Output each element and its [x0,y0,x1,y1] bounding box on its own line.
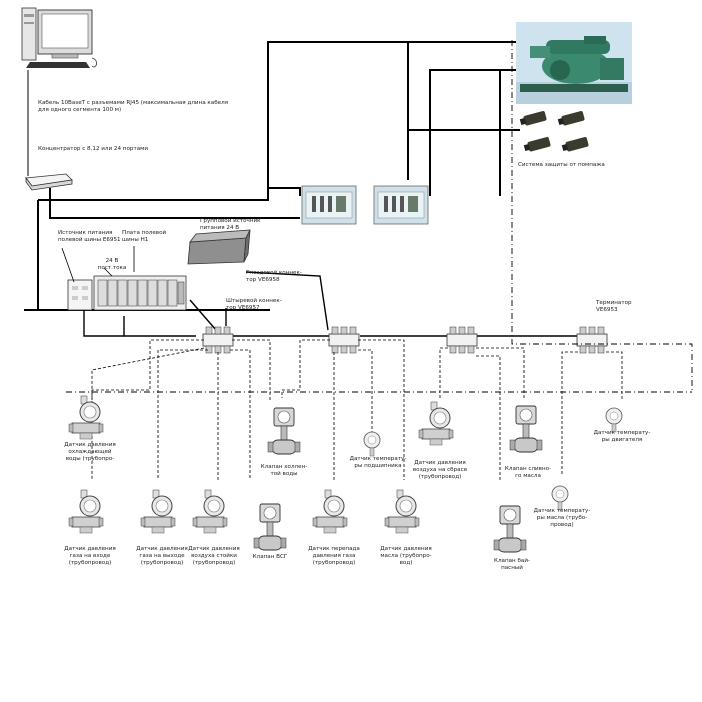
controller-panel-2 [373,185,429,225]
device-bypass-valve [493,505,527,553]
fieldbus-trunk [83,271,580,337]
female-connector-label: Гнездовой коннек- тор VE6958 [246,270,302,283]
fieldbus-board-rack [93,275,187,311]
device-cooling-water-pressure [68,395,104,440]
device-oil-pressure [384,489,420,534]
area-boundaries [66,40,693,393]
pointer-lines [61,246,135,283]
device-label: Датчик давления газа на входе (трубопров… [64,546,116,566]
terminator-label: Терминатор VE6953 [596,300,632,313]
device-label: Датчик температу- ры масла (трубо- прово… [533,508,591,528]
device-label: Клапан холлен- той воды [260,464,308,477]
device-label: Клапан сливно- го масла [504,466,552,479]
device-label: Датчик давления газа на выходе (трубопро… [136,546,188,566]
device-label: Датчик давления охлаждающей воды (трубоп… [64,442,116,462]
fieldbus-board-label: Плата полевой шины H1 [122,230,167,243]
device-label: Датчик давления масла (трубопро- вод) [380,546,432,566]
protection-sensors-icon [519,111,589,152]
connector-block-3 [446,326,478,354]
device-label: Датчик температу- ры двигателя [593,430,651,443]
network-cables [24,41,520,311]
hub-icon [25,173,73,191]
device-inlet-gas-pressure [68,489,104,534]
device-label: Датчик перепада давления газа (трубопров… [308,546,360,566]
device-motor-temp [605,407,623,433]
group-power-label: Групповой источник питания 24 В [200,218,261,231]
device-vsg-valve [253,503,287,551]
device-gas-dp [312,489,348,534]
connector-block-1 [202,326,234,354]
computer-icon [21,7,97,68]
device-discharge-air-pressure [418,401,454,446]
device-label: Датчик давления воздуха на сбрасе (трубо… [412,460,468,480]
device-chilled-water-valve [267,407,301,455]
device-outlet-gas-pressure [140,489,176,534]
device-label: Датчик давления воздуха стойки (трубопро… [188,546,240,566]
connector-block-2 [328,326,360,354]
device-oil-drain-valve [509,405,543,453]
device-label: Клапан бай- пасный [493,558,531,571]
power-supply-label: Источник питания полевой шины E6951 [58,230,121,243]
device-oil-temp [551,485,569,511]
hub-label: Концентратор с 8,12 или 24 портами [38,146,148,152]
device-rack-air-pressure [192,489,228,534]
compressor-image [516,22,632,104]
connector-block-4 [576,326,608,354]
device-label: Клапан ВСГ [252,554,288,560]
device-label: Датчик температу- ры подшипника [349,456,407,469]
cable-label: Кабель 10BaseT с разъемами RJ45 (максима… [38,100,229,113]
controller-panel-1 [301,185,357,225]
device-spurs [91,339,623,480]
group-power-supply-icon [187,229,251,265]
protection-label: Система защиты от помпажа [518,162,605,168]
device-bearing-temp [363,431,381,457]
power-supply-e6951 [67,279,93,311]
dc24-label: 24 В пост.тока [97,258,127,271]
male-connector-label: Штыревой коннек- тор VE6957 [226,298,282,311]
